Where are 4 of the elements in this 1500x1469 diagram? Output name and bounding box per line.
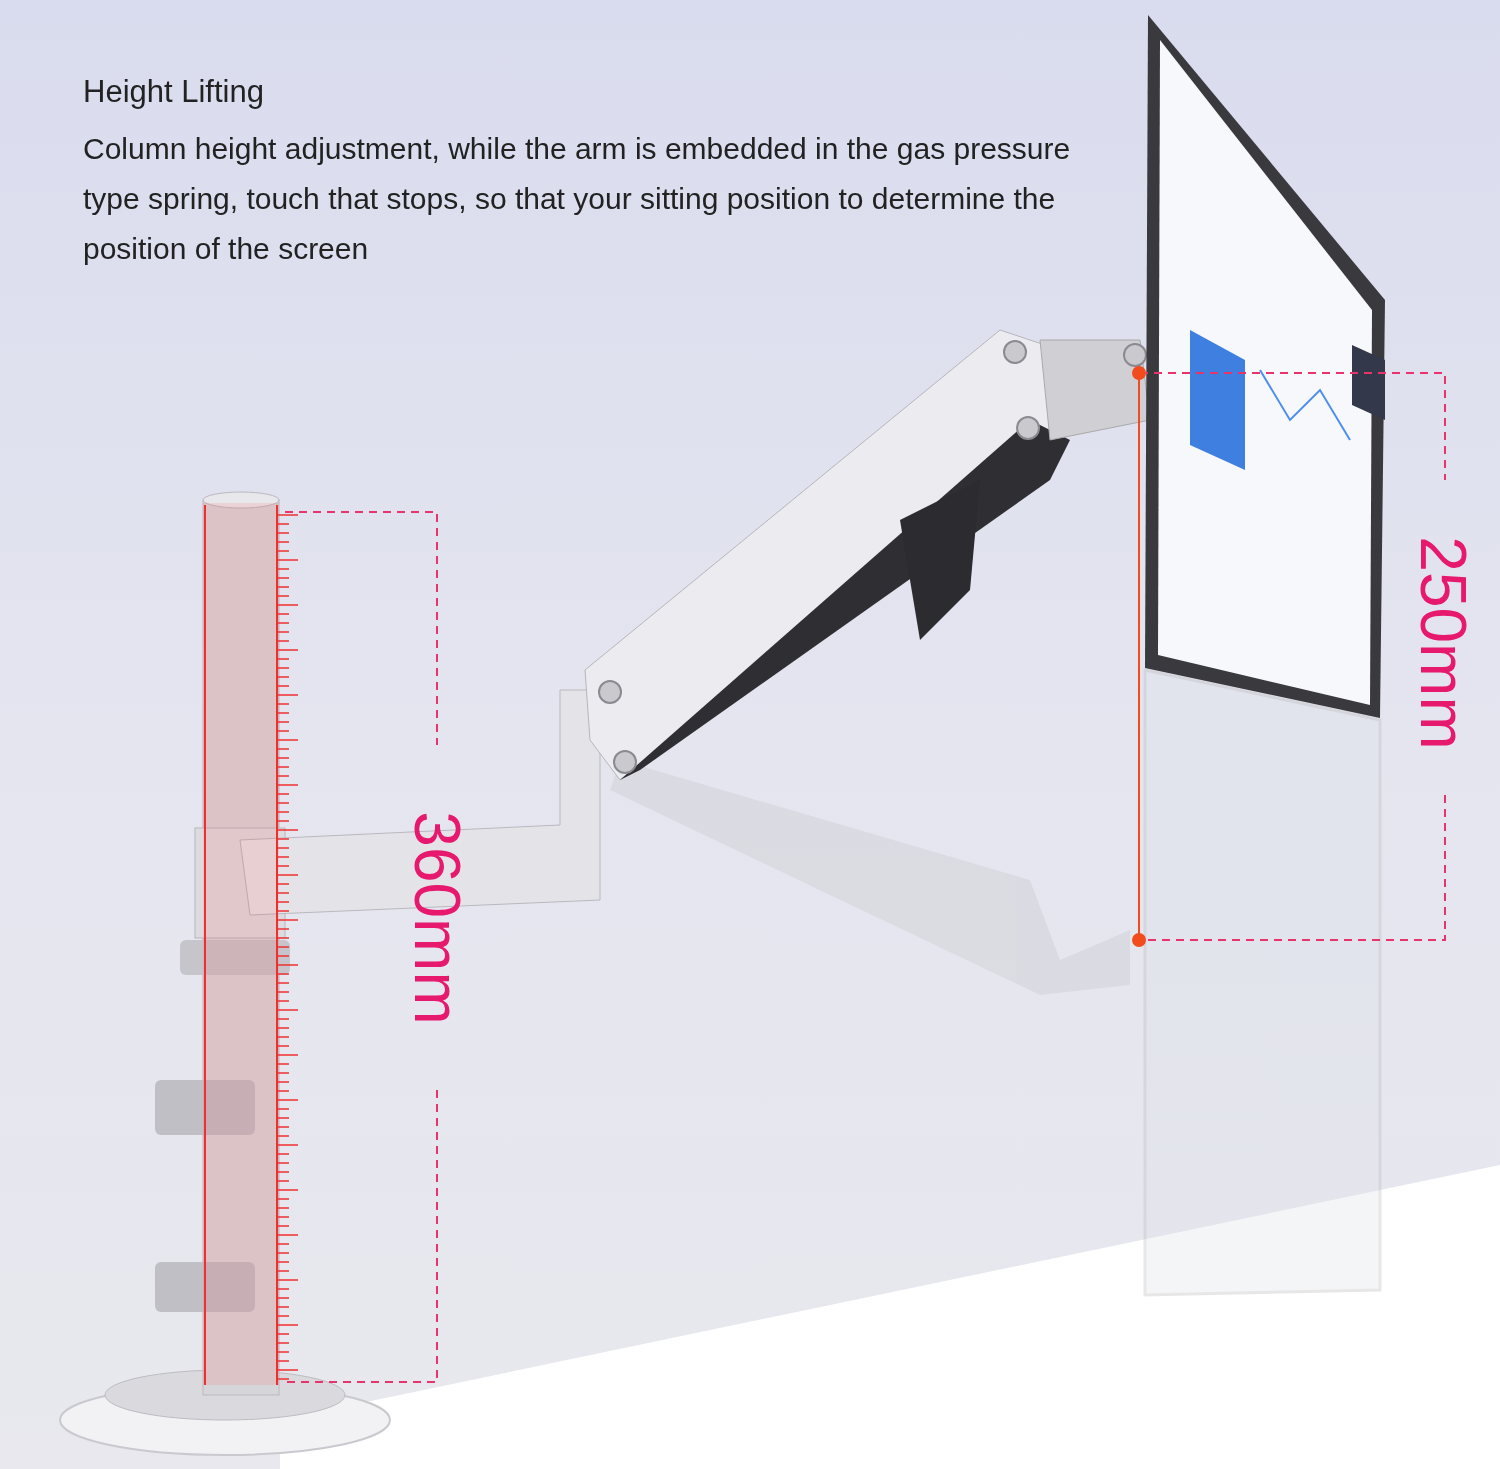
heading: Height Lifting: [83, 73, 264, 111]
dimension-label: 360mm: [405, 811, 469, 1025]
dimension-label: 250mm: [1411, 536, 1475, 750]
description-paragraph: Column height adjustment, while the arm is embedded in the gas pressure type spring, touch that stops, so that your sitting position to determine the position of the screen: [83, 131, 1072, 267]
